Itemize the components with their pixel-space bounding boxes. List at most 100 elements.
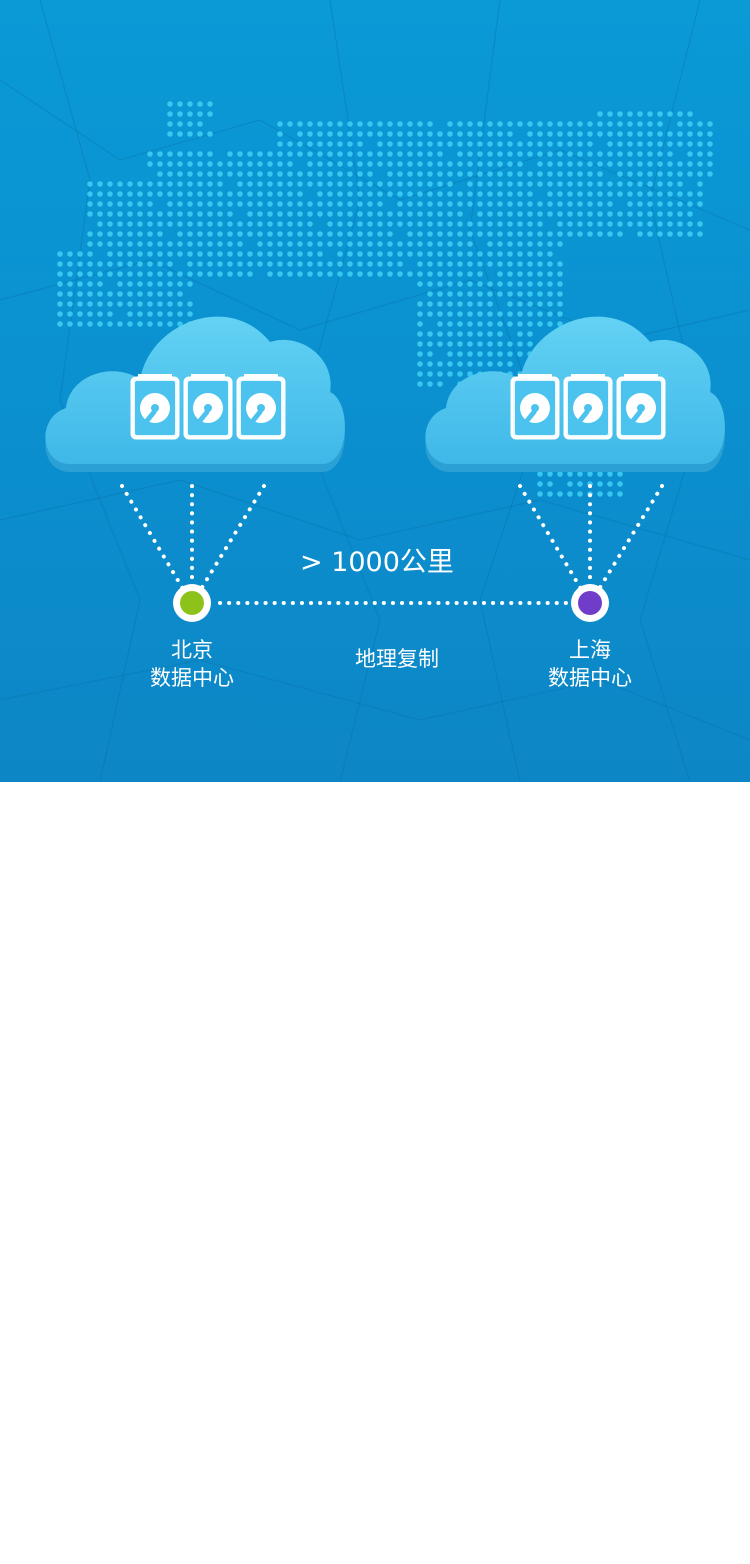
map-dot xyxy=(687,201,693,207)
map-dot xyxy=(447,161,453,167)
map-dot xyxy=(357,121,363,127)
map-dot xyxy=(117,251,123,257)
map-dot xyxy=(697,161,703,167)
map-dot xyxy=(707,121,713,127)
map-dot xyxy=(497,211,503,217)
map-dot xyxy=(477,171,483,177)
map-dot xyxy=(217,271,223,277)
hard-disk-icon xyxy=(183,374,233,440)
map-dot xyxy=(157,231,163,237)
map-dot xyxy=(187,131,193,137)
map-dot xyxy=(147,211,153,217)
map-dot xyxy=(137,281,143,287)
map-dot xyxy=(477,341,483,347)
map-dot xyxy=(77,261,83,267)
map-dot xyxy=(617,151,623,157)
map-dot xyxy=(677,231,683,237)
map-dot xyxy=(427,151,433,157)
map-dot xyxy=(487,331,493,337)
map-dot xyxy=(347,141,353,147)
map-dot xyxy=(637,201,643,207)
map-dot xyxy=(327,141,333,147)
map-dot xyxy=(547,121,553,127)
map-dot xyxy=(447,171,453,177)
map-dot xyxy=(507,301,513,307)
map-dot xyxy=(377,221,383,227)
map-dot xyxy=(557,161,563,167)
map-dot xyxy=(477,121,483,127)
map-dot xyxy=(367,171,373,177)
map-dot xyxy=(107,221,113,227)
map-dot xyxy=(607,111,613,117)
map-dot xyxy=(477,251,483,257)
map-dot xyxy=(537,241,543,247)
map-dot xyxy=(577,201,583,207)
map-dot xyxy=(457,311,463,317)
map-dot xyxy=(297,241,303,247)
map-dot xyxy=(557,201,563,207)
map-dot xyxy=(357,251,363,257)
map-dot xyxy=(587,181,593,187)
map-dot xyxy=(297,121,303,127)
map-dot xyxy=(177,131,183,137)
map-dot xyxy=(427,131,433,137)
map-dot xyxy=(287,251,293,257)
map-dot xyxy=(607,491,613,497)
map-dot xyxy=(677,201,683,207)
map-dot xyxy=(77,301,83,307)
map-dot xyxy=(557,131,563,137)
map-dot xyxy=(417,241,423,247)
map-dot xyxy=(487,251,493,257)
map-dot xyxy=(327,131,333,137)
map-dot xyxy=(467,271,473,277)
map-dot xyxy=(517,191,523,197)
map-dot xyxy=(447,211,453,217)
map-dot xyxy=(437,141,443,147)
map-dot xyxy=(337,211,343,217)
map-dot xyxy=(67,261,73,267)
map-dot xyxy=(307,181,313,187)
map-dot xyxy=(467,241,473,247)
map-dot xyxy=(117,181,123,187)
map-dot xyxy=(577,191,583,197)
map-dot xyxy=(157,191,163,197)
map-dot xyxy=(477,221,483,227)
map-dot xyxy=(167,311,173,317)
shanghai-subtitle: 数据中心 xyxy=(548,666,632,690)
map-dot xyxy=(277,251,283,257)
map-dot xyxy=(527,221,533,227)
map-dot xyxy=(337,201,343,207)
beijing-subtitle: 数据中心 xyxy=(150,666,234,690)
map-dot xyxy=(357,241,363,247)
map-dot xyxy=(657,181,663,187)
map-dot xyxy=(437,181,443,187)
map-dot xyxy=(697,191,703,197)
map-dot xyxy=(437,311,443,317)
map-dot xyxy=(477,281,483,287)
map-dot xyxy=(507,181,513,187)
map-dot xyxy=(427,281,433,287)
map-dot xyxy=(697,141,703,147)
hard-disk-icon xyxy=(510,374,560,440)
map-dot xyxy=(87,311,93,317)
map-dot xyxy=(627,161,633,167)
map-dot xyxy=(577,221,583,227)
map-dot xyxy=(307,251,313,257)
map-dot xyxy=(147,251,153,257)
map-dot xyxy=(307,171,313,177)
map-dot xyxy=(577,491,583,497)
map-dot xyxy=(177,101,183,107)
map-dot xyxy=(67,301,73,307)
map-dot xyxy=(517,351,523,357)
map-dot xyxy=(467,121,473,127)
map-dot xyxy=(247,211,253,217)
map-dot xyxy=(227,241,233,247)
map-dot xyxy=(457,251,463,257)
map-dot xyxy=(457,221,463,227)
map-dot xyxy=(707,131,713,137)
map-dot xyxy=(667,221,673,227)
map-dot xyxy=(397,181,403,187)
map-dot xyxy=(177,321,183,327)
map-dot xyxy=(517,121,523,127)
map-dot xyxy=(357,201,363,207)
